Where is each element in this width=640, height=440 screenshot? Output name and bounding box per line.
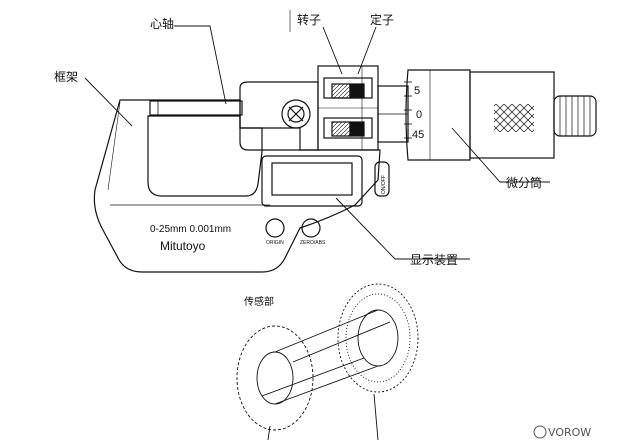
power-button <box>374 161 390 197</box>
leader-rotor <box>322 26 343 75</box>
sensor-coil <box>236 283 419 440</box>
scale-0: 0 <box>416 109 422 121</box>
sensor-right-disk <box>337 283 419 393</box>
lock-knob <box>281 99 311 129</box>
watermark-logo-icon <box>533 425 547 439</box>
frame-range-text: 0-25mm 0.001mm <box>150 224 231 235</box>
ratchet-knob <box>553 95 597 137</box>
leader-lines <box>84 10 550 260</box>
frame-outline <box>93 99 381 273</box>
display-frame <box>261 155 363 207</box>
leader-frame <box>84 77 133 127</box>
display-screen <box>271 162 353 196</box>
spindle-housing <box>239 81 319 151</box>
label-spindle: 心轴 <box>150 16 174 31</box>
leader-thimble <box>451 127 550 183</box>
zero-abs-button <box>301 218 321 238</box>
sensor-left-disk <box>236 325 314 431</box>
scale-45: 45 <box>412 129 424 141</box>
frame-brand-text: Mitutoyo <box>160 239 206 253</box>
leader-display <box>335 197 470 260</box>
watermark: VOROW <box>548 426 591 439</box>
label-display: 显示装置 <box>410 253 458 267</box>
origin-label: ORIGIN <box>266 240 284 246</box>
thimble <box>405 69 471 161</box>
label-thimble: 微分筒 <box>506 175 542 190</box>
leader-stator <box>357 26 377 75</box>
label-rotor: 转子 <box>297 12 321 27</box>
label-frame: 框架 <box>54 70 78 84</box>
micrometer-body <box>93 65 597 273</box>
power-label: ON/OFF <box>381 175 387 194</box>
origin-button <box>265 218 285 238</box>
label-stator: 定子 <box>370 12 394 27</box>
leader-spindle <box>174 25 227 105</box>
label-sensor: 传感部 <box>244 295 274 308</box>
frame-inner-cutout <box>147 115 263 197</box>
scale-5: 5 <box>414 85 420 97</box>
thimble-ticks <box>404 81 412 139</box>
spindle-rod <box>149 100 243 116</box>
knurl-pattern <box>494 104 534 132</box>
zero-abs-label: ZERO/ABS <box>300 240 326 246</box>
